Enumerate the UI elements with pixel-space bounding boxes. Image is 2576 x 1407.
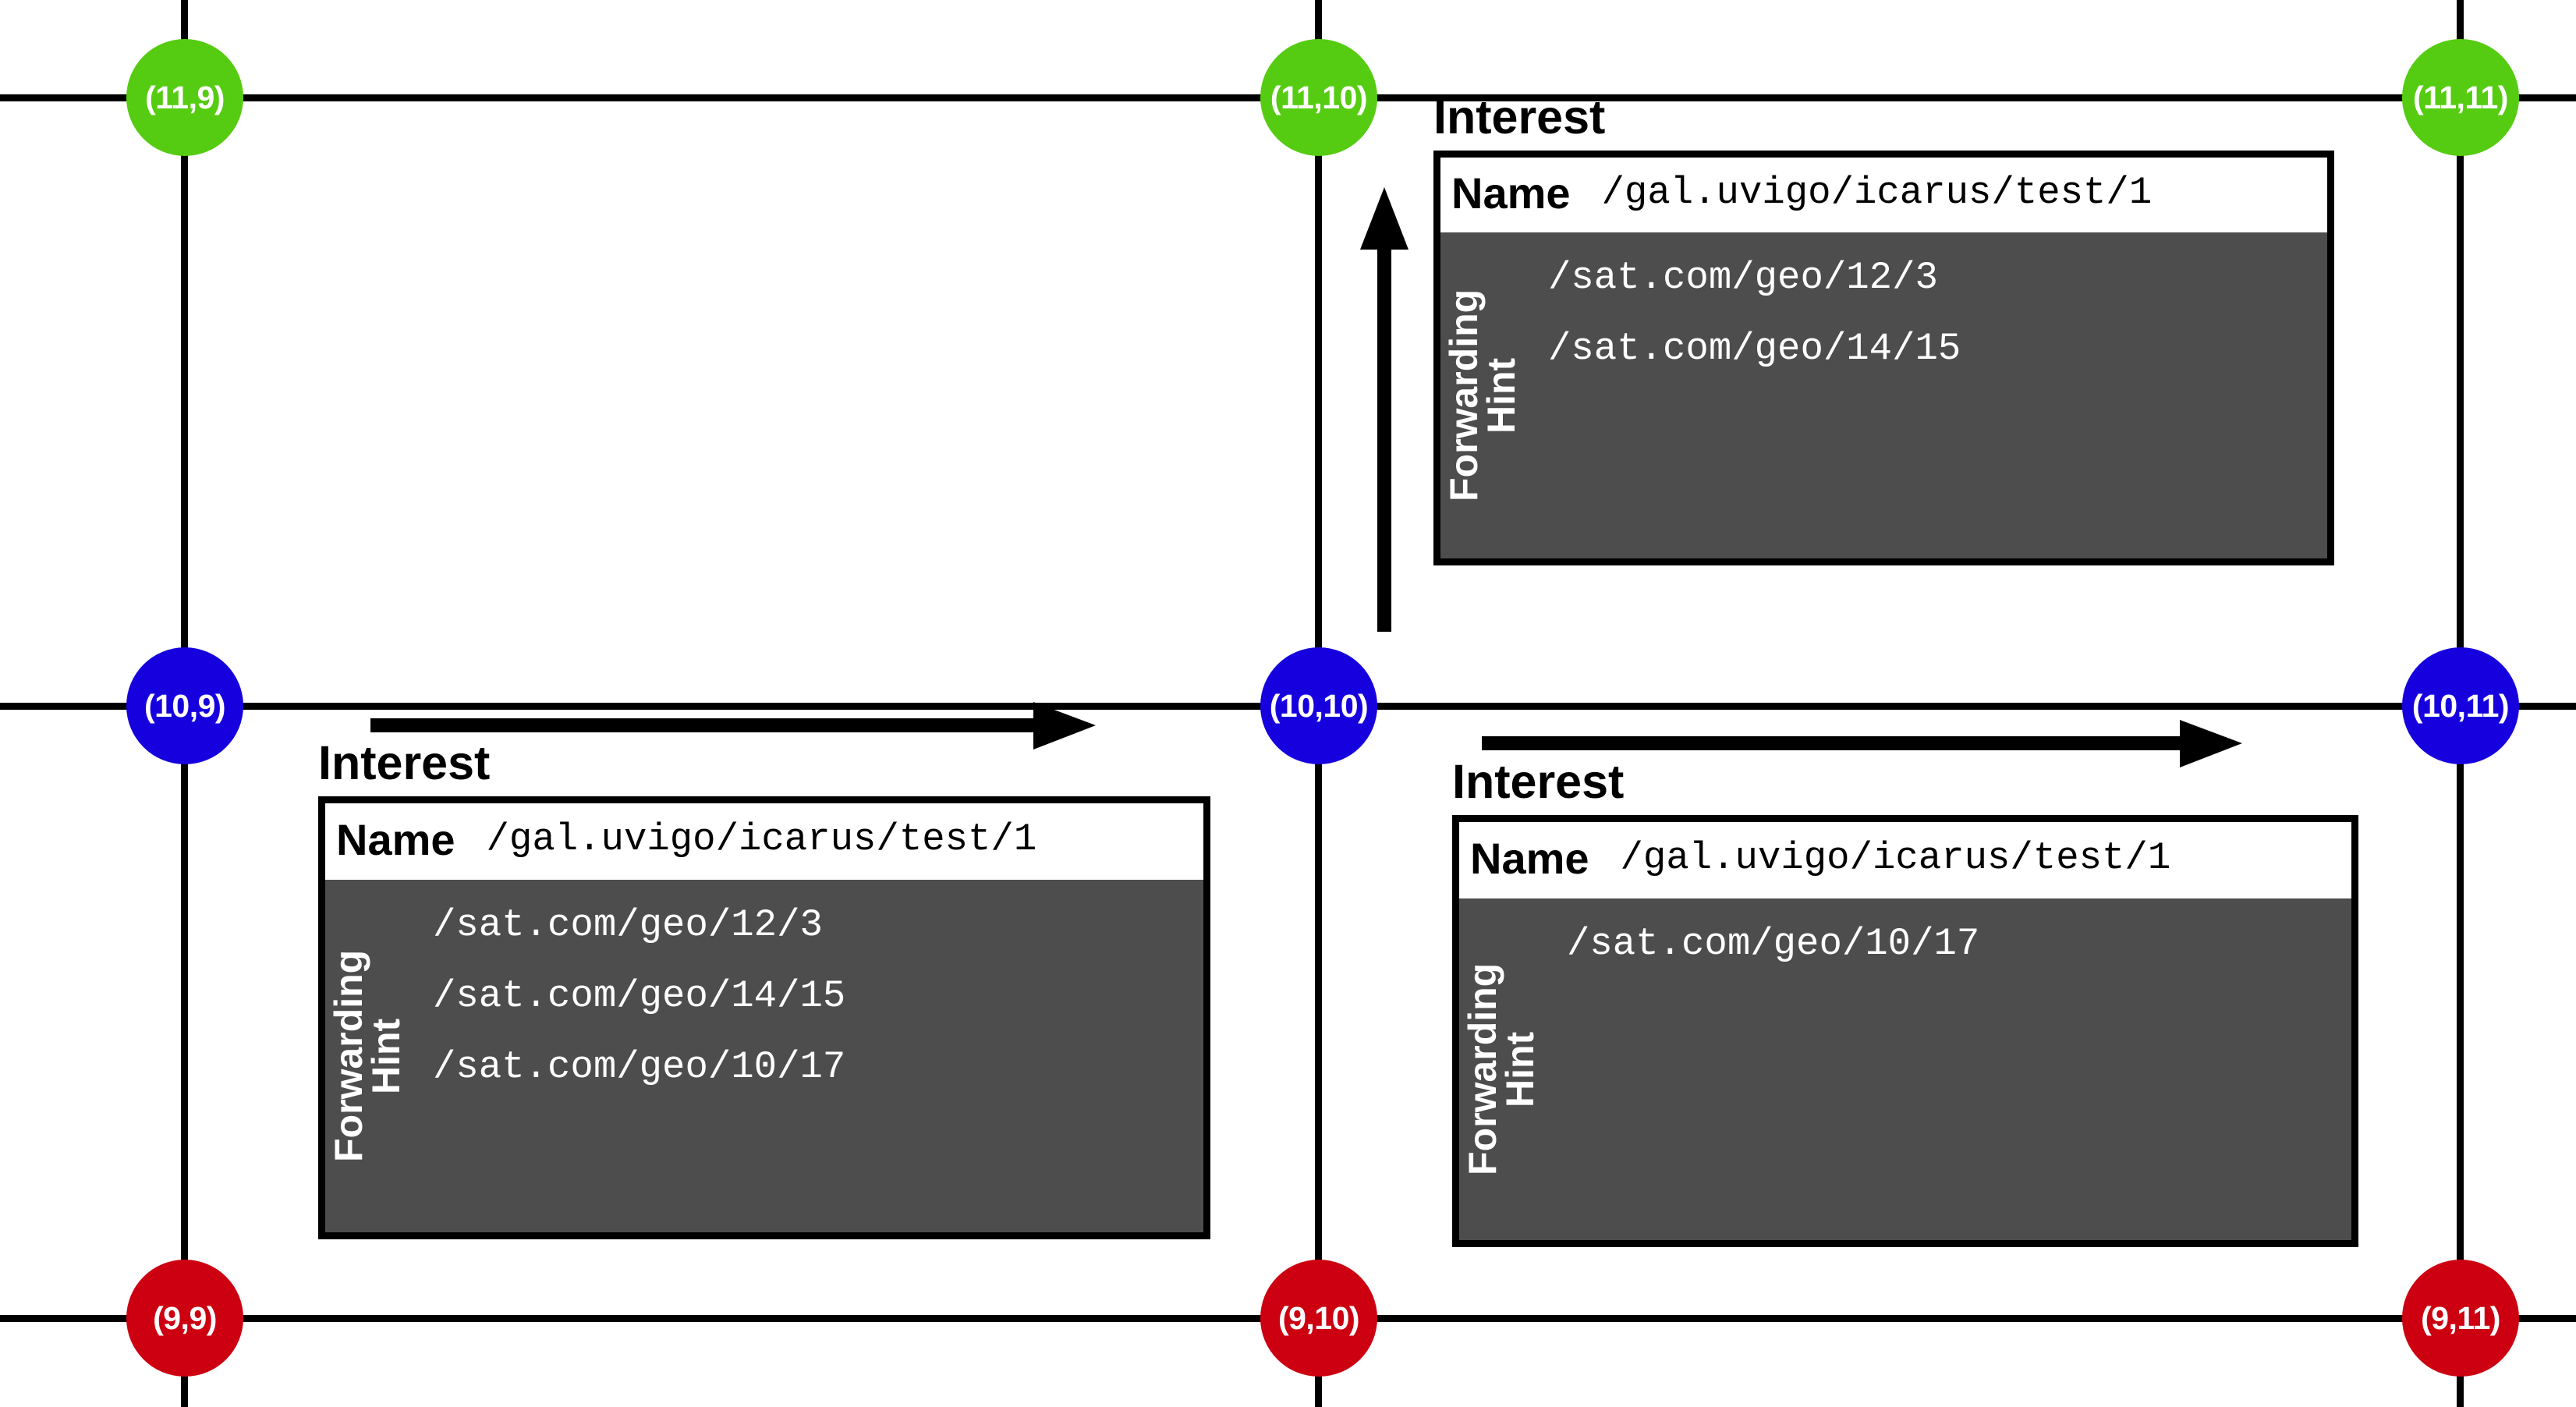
packet-hint-label: Forwarding Hint xyxy=(1461,962,1542,1176)
packet-hint-row: Forwarding Hint /sat.com/geo/10/17 xyxy=(1459,898,2351,1240)
packet-name-row: Name /gal.uvigo/icarus/test/1 xyxy=(325,803,1203,880)
packet-hint-row: Forwarding Hint /sat.com/geo/12/3 /sat.c… xyxy=(1440,232,2327,558)
node-label: (9,9) xyxy=(153,1299,217,1336)
packet-name-row: Name /gal.uvigo/icarus/test/1 xyxy=(1459,822,2351,898)
node-11-9[interactable]: (11,9) xyxy=(126,39,243,156)
packet-name-value: /gal.uvigo/icarus/test/1 xyxy=(1620,836,2171,881)
arrow-right-icon xyxy=(370,702,1096,750)
packet-name-label: Name xyxy=(1470,833,1589,883)
node-label: (10,11) xyxy=(2411,687,2510,724)
node-10-9[interactable]: (10,9) xyxy=(126,647,243,764)
node-10-10[interactable]: (10,10) xyxy=(1260,647,1377,764)
packet-title: Interest xyxy=(1452,755,1625,808)
node-label: (11,9) xyxy=(145,79,225,115)
node-label: (9,10) xyxy=(1277,1299,1360,1336)
packet-hint-item: /sat.com/geo/10/17 xyxy=(433,1045,846,1089)
packet-bottom-right[interactable]: Interest Name /gal.uvigo/icarus/test/1 F… xyxy=(1452,758,2358,1247)
arrow-right-icon xyxy=(1482,720,2242,767)
packet-title: Interest xyxy=(1433,90,1606,144)
packet-name-value: /gal.uvigo/icarus/test/1 xyxy=(1601,171,2153,215)
packet-name-label: Name xyxy=(336,814,455,864)
node-10-11[interactable]: (10,11) xyxy=(2402,647,2519,764)
packet-hint-item: /sat.com/geo/12/3 xyxy=(1548,256,1938,299)
packet-hint-list: /sat.com/geo/12/3 /sat.com/geo/14/15 xyxy=(1528,232,1961,558)
arrow-up-icon xyxy=(1360,187,1408,632)
packet-box: Name /gal.uvigo/icarus/test/1 Forwarding… xyxy=(318,796,1210,1239)
packet-hint-list: /sat.com/geo/10/17 xyxy=(1547,898,1979,1240)
node-label: (10,9) xyxy=(144,687,226,724)
packet-hint-item: /sat.com/geo/14/15 xyxy=(433,974,846,1018)
node-11-10[interactable]: (11,10) xyxy=(1260,39,1377,156)
packet-hint-label: Forwarding Hint xyxy=(327,949,408,1163)
arrow-right-left xyxy=(370,698,1096,760)
node-label: (10,10) xyxy=(1269,687,1369,724)
node-label: (9,11) xyxy=(2421,1299,2500,1336)
node-9-10[interactable]: (9,10) xyxy=(1260,1260,1377,1377)
arrow-up-center xyxy=(1357,187,1412,632)
packet-hint-item: /sat.com/geo/10/17 xyxy=(1567,922,1980,966)
packet-name-value: /gal.uvigo/icarus/test/1 xyxy=(486,817,1037,862)
packet-box: Name /gal.uvigo/icarus/test/1 Forwarding… xyxy=(1433,151,2334,565)
node-9-11[interactable]: (9,11) xyxy=(2402,1260,2519,1377)
packet-hint-list: /sat.com/geo/12/3 /sat.com/geo/14/15 /sa… xyxy=(413,880,845,1232)
packet-title: Interest xyxy=(318,736,491,789)
packet-hint-label: Forwarding Hint xyxy=(1442,289,1523,502)
packet-name-label: Name xyxy=(1451,168,1571,218)
node-11-11[interactable]: (11,11) xyxy=(2402,39,2519,156)
packet-hint-item: /sat.com/geo/12/3 xyxy=(433,903,823,947)
packet-name-row: Name /gal.uvigo/icarus/test/1 xyxy=(1440,158,2327,232)
packet-top-right[interactable]: Interest Name /gal.uvigo/icarus/test/1 F… xyxy=(1433,94,2334,565)
arrow-right-right xyxy=(1482,716,2242,778)
packet-hint-item: /sat.com/geo/14/15 xyxy=(1548,327,1961,370)
node-9-9[interactable]: (9,9) xyxy=(126,1260,243,1377)
node-label: (11,11) xyxy=(2413,79,2508,115)
packet-box: Name /gal.uvigo/icarus/test/1 Forwarding… xyxy=(1452,815,2358,1247)
packet-bottom-left[interactable]: Interest Name /gal.uvigo/icarus/test/1 F… xyxy=(318,739,1210,1239)
packet-hint-row: Forwarding Hint /sat.com/geo/12/3 /sat.c… xyxy=(325,880,1203,1232)
node-label: (11,10) xyxy=(1270,79,1368,115)
